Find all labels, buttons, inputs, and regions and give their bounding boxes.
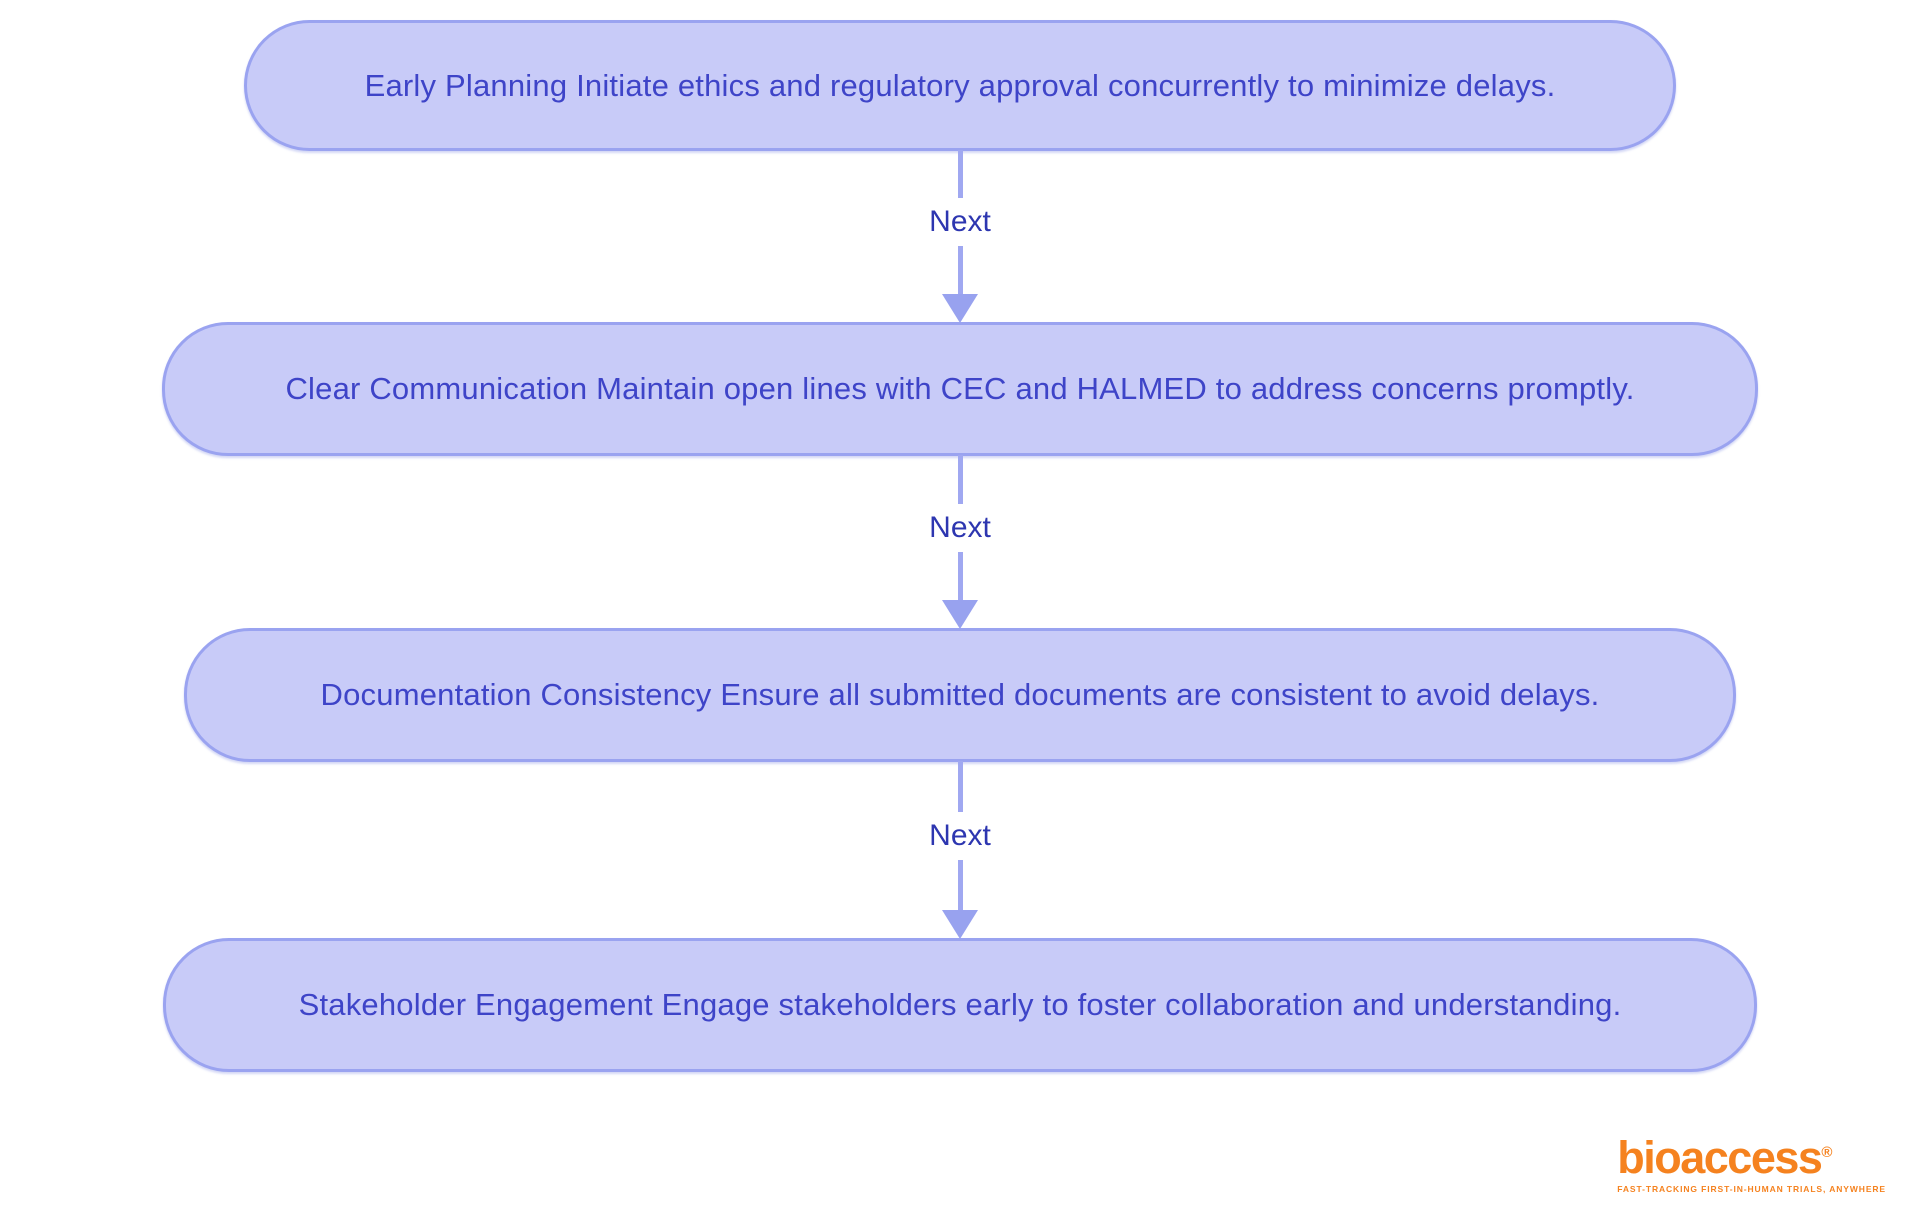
bioaccess-wordmark-text: bioaccess (1617, 1131, 1823, 1183)
flow-node-early-planning: Early Planning Initiate ethics and regul… (244, 20, 1676, 151)
flow-node-label: Documentation Consistency Ensure all sub… (320, 677, 1600, 712)
bioaccess-logo: bioaccess® FAST-TRACKING FIRST-IN-HUMAN … (1617, 1135, 1886, 1194)
flow-node-clear-communication: Clear Communication Maintain open lines … (162, 322, 1758, 456)
connector-line (957, 246, 963, 294)
connector-2: Next (900, 455, 1020, 629)
registered-trademark-icon: ® (1821, 1143, 1833, 1161)
connector-label: Next (929, 510, 991, 544)
bioaccess-wordmark: bioaccess® (1617, 1135, 1886, 1180)
connector-line (957, 455, 963, 504)
connector-line (957, 761, 963, 812)
connector-1: Next (900, 150, 1020, 323)
connector-3: Next (900, 761, 1020, 939)
bioaccess-tagline: FAST-TRACKING FIRST-IN-HUMAN TRIALS, ANY… (1617, 1183, 1886, 1194)
arrow-down-icon (942, 910, 978, 939)
connector-line (957, 551, 963, 600)
flow-node-documentation-consistency: Documentation Consistency Ensure all sub… (184, 628, 1736, 762)
arrow-down-icon (942, 294, 978, 323)
flow-node-label: Clear Communication Maintain open lines … (285, 371, 1635, 406)
connector-label: Next (929, 205, 991, 238)
connector-line (957, 150, 963, 198)
connector-label: Next (929, 818, 991, 852)
connector-line (957, 859, 963, 910)
arrow-down-icon (942, 600, 978, 629)
flow-node-label: Early Planning Initiate ethics and regul… (364, 67, 1556, 103)
flow-node-label: Stakeholder Engagement Engage stakeholde… (298, 987, 1622, 1022)
flow-node-stakeholder-engagement: Stakeholder Engagement Engage stakeholde… (163, 938, 1757, 1072)
